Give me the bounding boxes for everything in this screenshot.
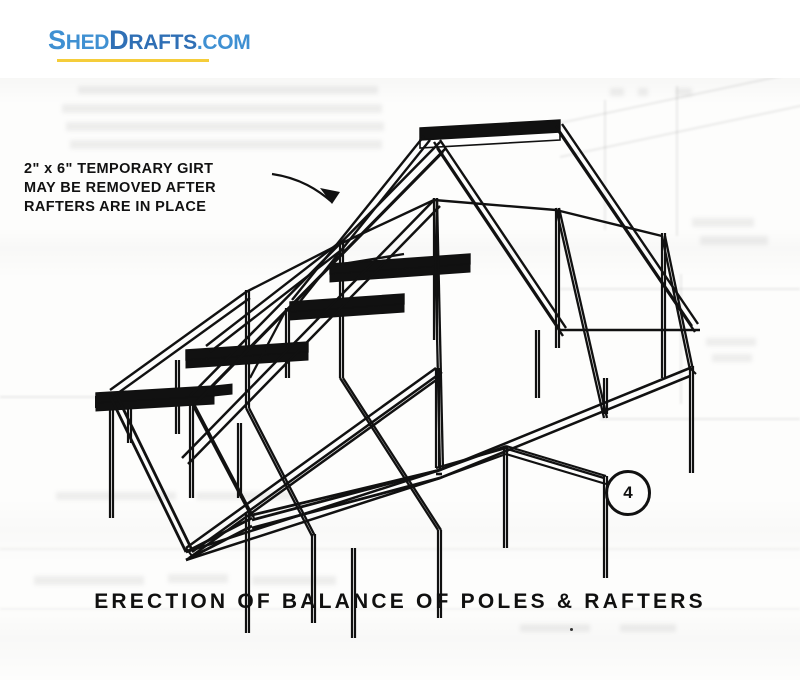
- ghost-text-block: [620, 624, 676, 632]
- annotation-line-2: MAY BE REMOVED AFTER: [24, 180, 216, 196]
- annotation-line-1: 2" x 6" TEMPORARY GIRT: [24, 161, 214, 177]
- rafter-left-slope: [109, 135, 431, 397]
- pole-barn-isometric-drawing: [95, 119, 700, 638]
- ghost-rule: [676, 86, 678, 236]
- temporary-girt-annotation: 2" x 6" TEMPORARY GIRT MAY BE REMOVED AF…: [24, 160, 216, 217]
- site-header: SHEDDRAFTS.COM: [0, 0, 800, 78]
- strut-right-bay: [439, 444, 607, 486]
- rafter-bay-right: [432, 197, 695, 471]
- eave-beam-right: [436, 366, 691, 480]
- logo-s: S: [48, 25, 66, 55]
- logo-underline: [57, 59, 209, 62]
- ghost-rule: [604, 100, 606, 230]
- eave-beam-front: [108, 393, 441, 562]
- ghost-text-block: [700, 236, 768, 245]
- logo-d: D: [109, 25, 129, 55]
- ghost-rule: [680, 274, 682, 404]
- scanned-drawing-sheet: 2" x 6" TEMPORARY GIRT MAY BE REMOVED AF…: [0, 78, 800, 680]
- ghost-text-block: [712, 354, 752, 362]
- ghost-rule: [0, 548, 800, 550]
- ghost-text-block: [34, 576, 144, 585]
- sheet-number-value: 4: [623, 483, 633, 502]
- ghost-text-block: [520, 624, 590, 632]
- annotation-line-3: RAFTERS ARE IN PLACE: [24, 199, 207, 215]
- logo-rafts: RAFTS: [128, 31, 197, 54]
- ghost-text-block: [692, 218, 754, 227]
- ghost-rule: [0, 396, 150, 398]
- ghost-rule: [560, 288, 800, 290]
- ghost-rule: [600, 418, 800, 420]
- temporary-girt-left: [95, 383, 233, 412]
- ghost-rule: [0, 608, 800, 610]
- ghost-text-block: [62, 104, 382, 113]
- ghost-text-block: [66, 122, 384, 131]
- top-plate-back: [245, 198, 663, 294]
- logo-dotcom: .COM: [196, 31, 251, 54]
- logo-hed: HED: [65, 31, 110, 54]
- ghost-text-block: [252, 576, 336, 585]
- drawing-title-caption: ERECTION OF BALANCE OF POLES & RAFTERS: [94, 590, 706, 613]
- annotation-leader: [271, 172, 340, 204]
- sheddrafts-logo[interactable]: SHEDDRAFTS.COM: [48, 27, 251, 54]
- ghost-text-block: [56, 492, 176, 500]
- ghost-text-block: [78, 86, 378, 94]
- ghost-text-block: [676, 88, 692, 96]
- ghost-text-block: [196, 492, 292, 500]
- sheet-number-badge: 4: [605, 470, 651, 516]
- ghost-text-block: [638, 88, 648, 96]
- ghost-text-block: [706, 338, 756, 346]
- joint-marks: [95, 367, 697, 557]
- ghost-text-block: [168, 574, 228, 583]
- ghost-text-block: [70, 140, 382, 149]
- stray-ink-dot: [570, 628, 573, 631]
- ghost-text-block: [610, 88, 624, 96]
- rafter-lower-left: [188, 309, 288, 519]
- ridge-beam: [419, 119, 561, 149]
